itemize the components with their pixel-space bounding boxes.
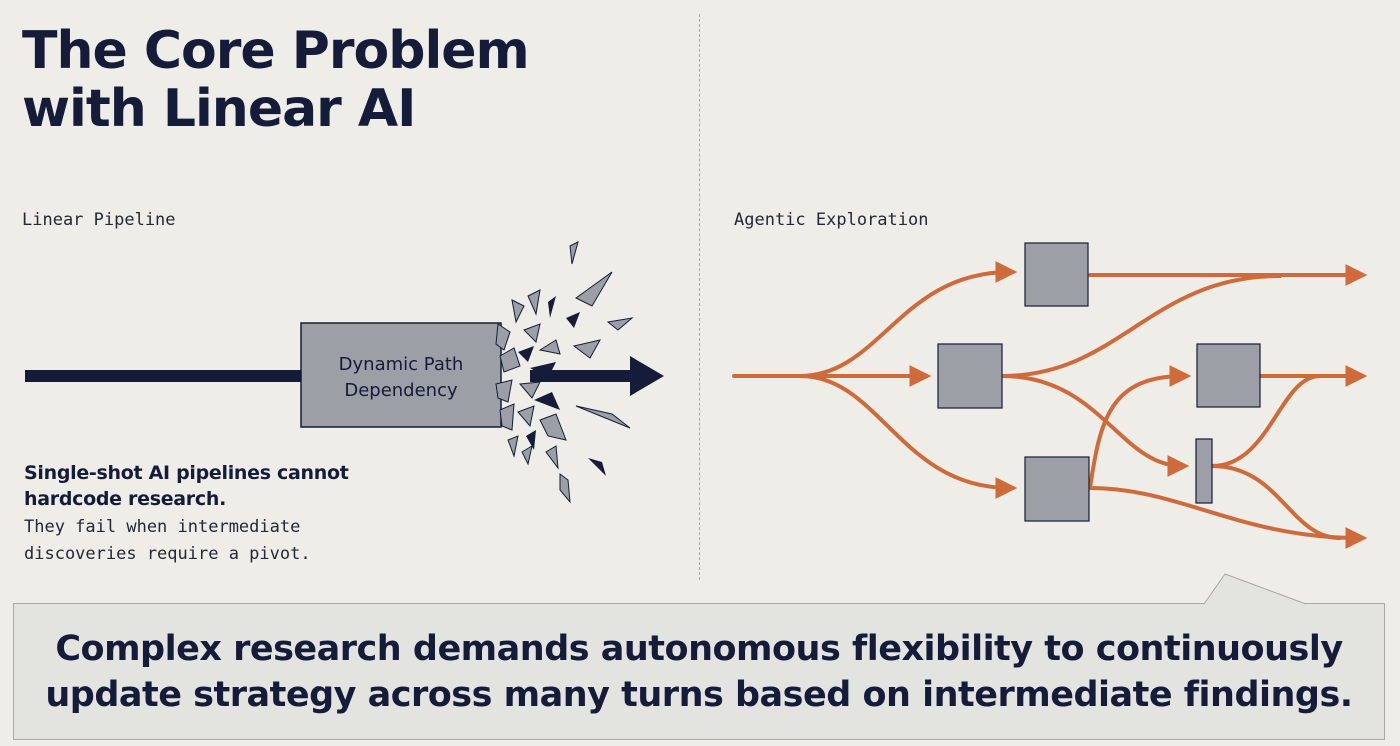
agentic-exploration-diagram	[732, 261, 1368, 549]
caption-headline-line-1: Single-shot AI pipelines cannot	[24, 462, 349, 484]
callout-line-2: update strategy across many turns based …	[45, 675, 1353, 715]
shard	[606, 317, 634, 331]
dynamic-path-dependency-box	[300, 322, 502, 428]
flow-edge	[1210, 374, 1322, 468]
node-bottom	[1024, 456, 1090, 522]
shard	[495, 379, 513, 403]
linear-pipeline-label: Linear Pipeline	[22, 210, 176, 230]
shard	[569, 241, 579, 265]
caption-body-line-1: They fail when intermediate	[24, 517, 301, 537]
shard	[518, 346, 534, 362]
shard	[521, 444, 533, 466]
shard	[507, 435, 519, 458]
shard	[518, 381, 541, 399]
shard	[499, 403, 515, 431]
shard	[526, 430, 536, 450]
flow-edge	[1000, 374, 1190, 477]
flow-edge	[1210, 464, 1342, 540]
shard	[517, 405, 535, 428]
agentic-exploration-label: Agentic Exploration	[734, 210, 929, 230]
agentic-nodes	[937, 242, 1261, 522]
shard	[588, 458, 606, 476]
conclusion-callout: Complex research demands autonomous flex…	[13, 603, 1385, 740]
caption-headline-line-2: hardcode research.	[24, 488, 226, 510]
shard	[566, 312, 580, 328]
diagram-canvas: Dynamic Path Dependency	[25, 241, 1368, 549]
caption-body: They fail when intermediate discoveries …	[24, 514, 444, 568]
node-gate	[1195, 438, 1213, 504]
shard	[495, 323, 511, 351]
title-line-2: with Linear AI	[22, 79, 417, 139]
shard	[511, 299, 525, 324]
shard	[534, 392, 560, 410]
flow-edge	[1088, 365, 1192, 490]
input-line	[25, 370, 305, 382]
node-top	[1024, 242, 1089, 307]
shatter-fragments	[495, 241, 634, 504]
flow-edge	[798, 261, 1018, 378]
shard	[572, 339, 601, 359]
shard	[559, 473, 571, 504]
box-label-line-1: Dynamic Path	[339, 354, 464, 375]
shard	[527, 289, 541, 316]
node-middle-left	[937, 343, 1003, 409]
callout-text: Complex research demands autonomous flex…	[14, 626, 1384, 718]
title-line-1: The Core Problem	[22, 21, 530, 81]
flow-edge	[798, 374, 1018, 499]
shard	[530, 362, 556, 378]
shard	[545, 445, 559, 470]
caption-body-line-2: discoveries require a pivot.	[24, 544, 311, 564]
flow-edge	[1088, 486, 1368, 549]
shard	[539, 413, 567, 441]
flow-edge	[1000, 274, 1282, 378]
callout-line-1: Complex research demands autonomous flex…	[55, 629, 1343, 669]
caption-headline: Single-shot AI pipelines cannot hardcode…	[24, 460, 444, 512]
shard	[538, 339, 561, 355]
page-title: The Core Problem with Linear AI	[22, 21, 530, 139]
shard	[548, 296, 556, 318]
callout-pointer	[1203, 573, 1307, 605]
output-arrow-head	[630, 356, 664, 396]
node-middle-right	[1196, 343, 1261, 408]
shard	[523, 323, 541, 343]
panel-divider	[699, 14, 700, 580]
shard	[575, 405, 631, 429]
shard	[575, 271, 613, 307]
linear-pipeline-diagram: Dynamic Path Dependency	[25, 241, 664, 504]
output-line	[530, 370, 632, 382]
linear-pipeline-caption: Single-shot AI pipelines cannot hardcode…	[24, 460, 444, 568]
box-label-line-2: Dependency	[344, 380, 458, 401]
shard	[499, 347, 521, 373]
